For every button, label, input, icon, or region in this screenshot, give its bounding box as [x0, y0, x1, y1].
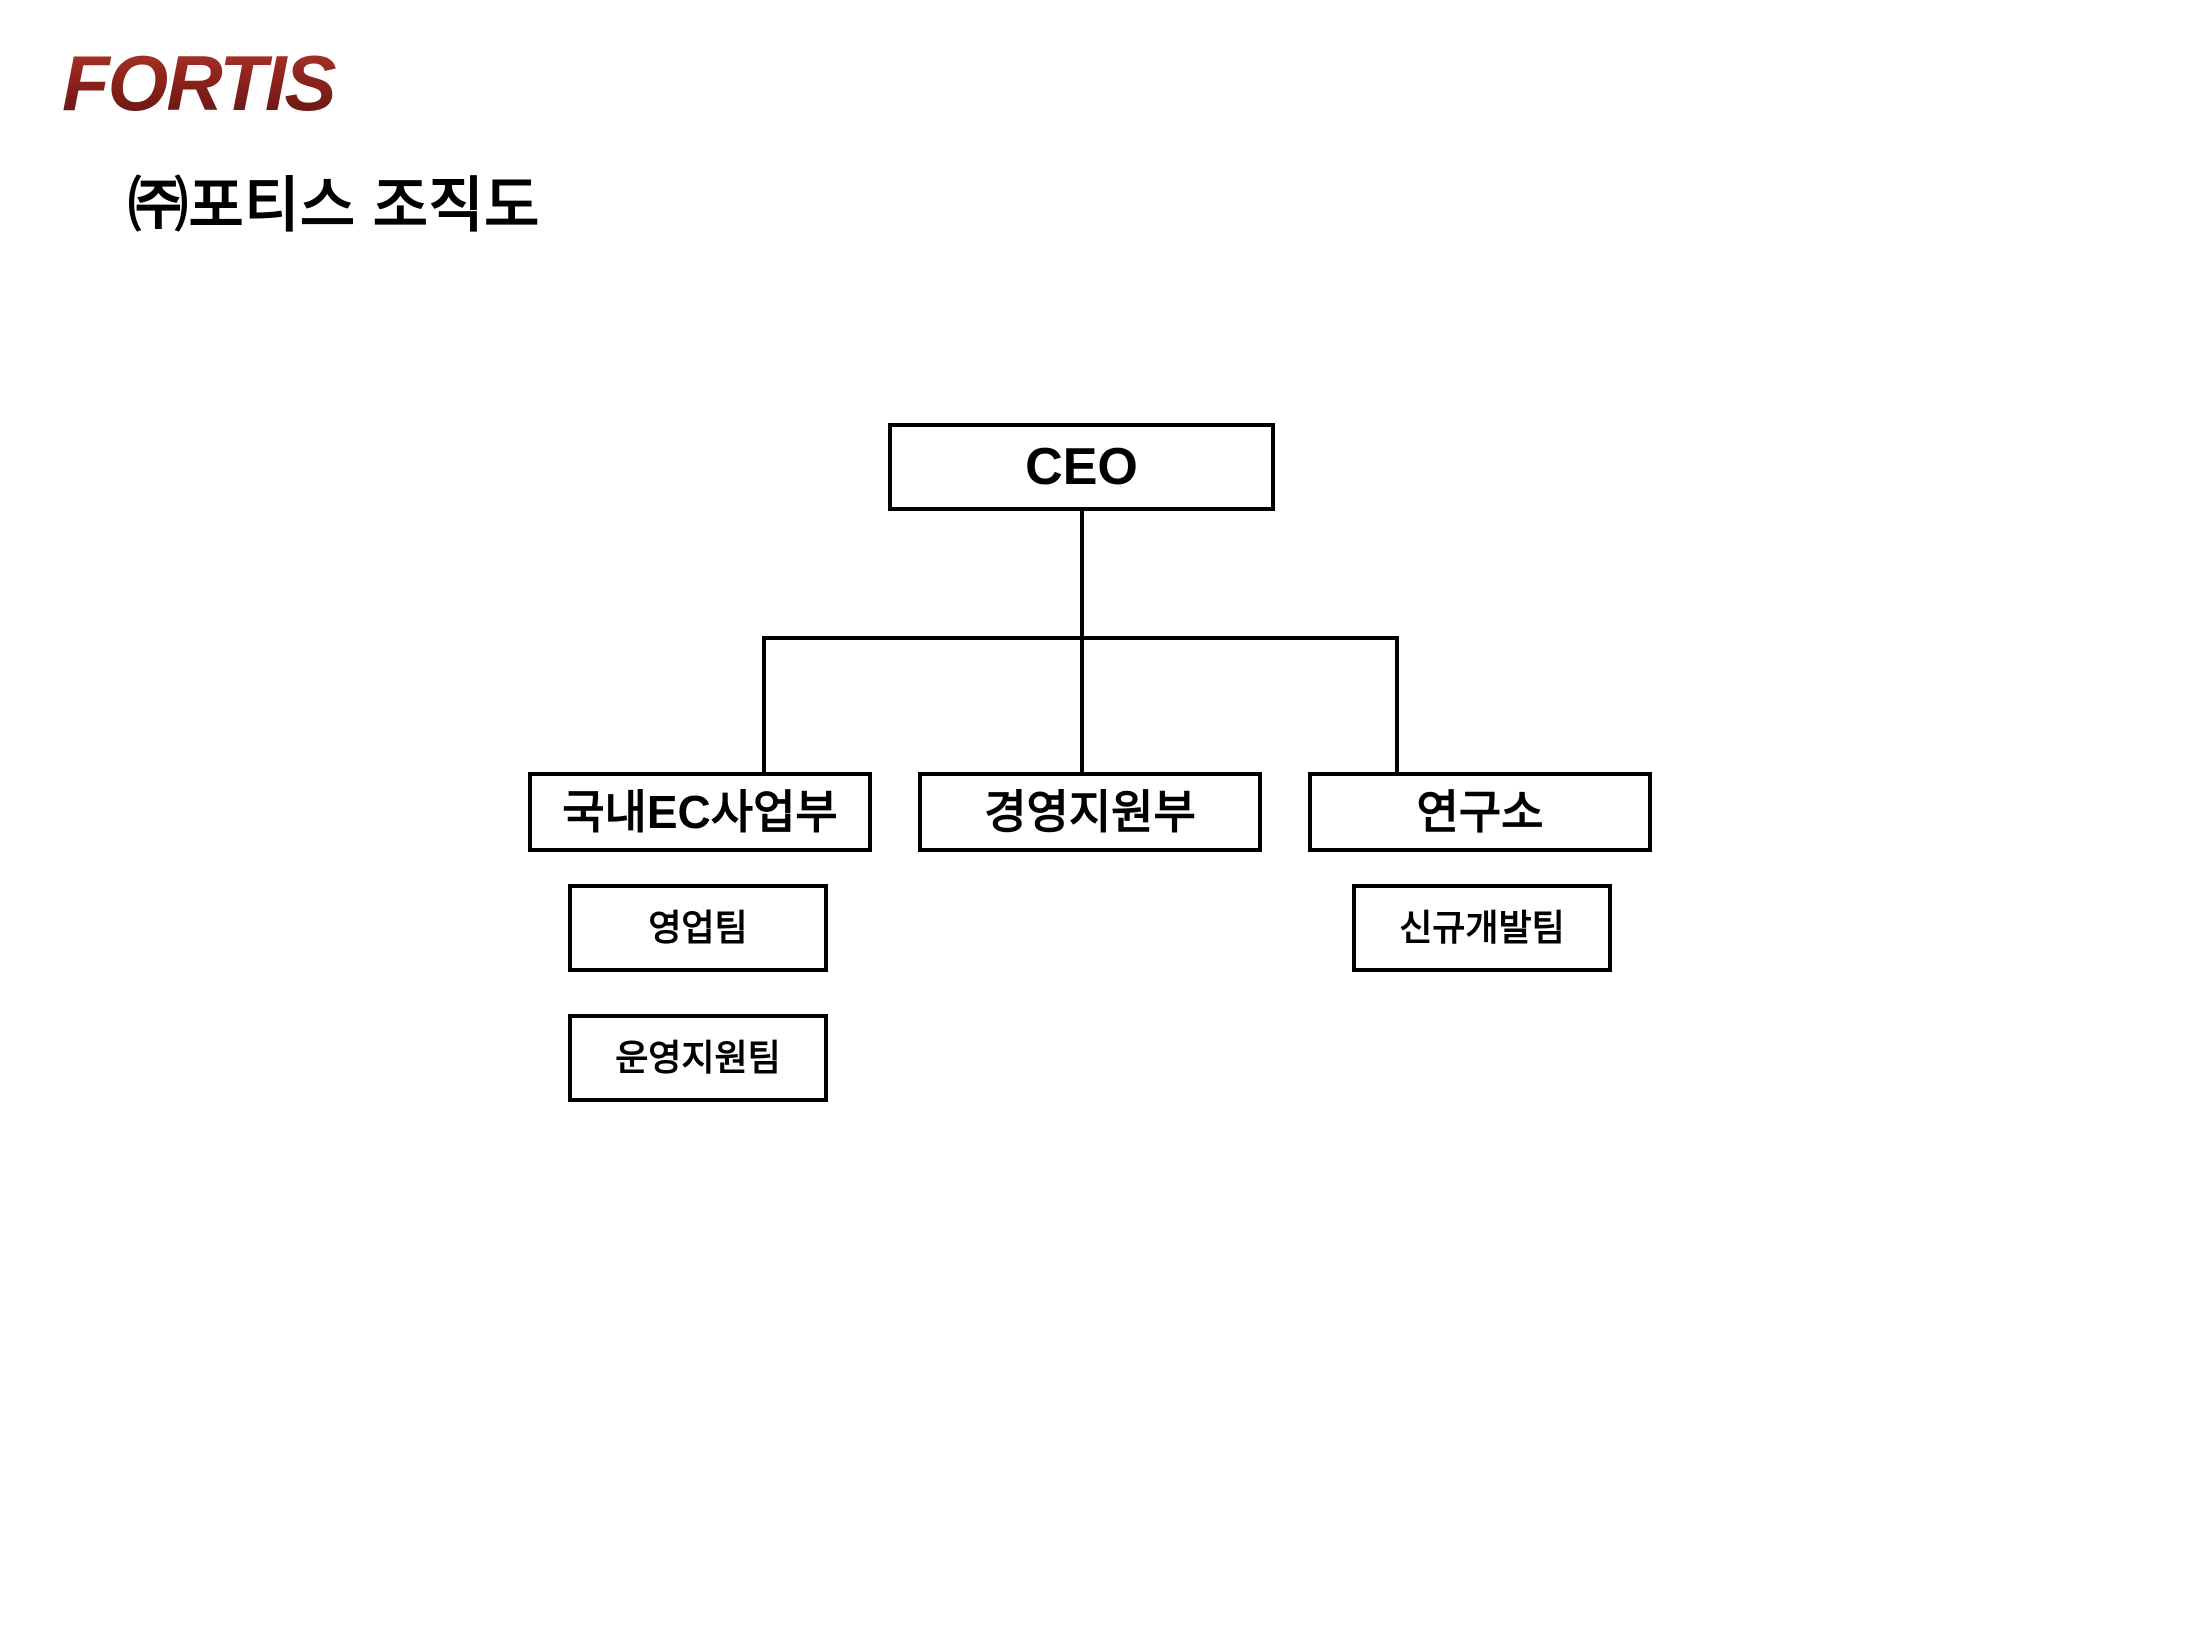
connector-drop-right: [1395, 636, 1399, 774]
connector-ceo-drop: [1080, 509, 1084, 638]
org-node-operations-support-team-label: 운영지원팀: [615, 1037, 781, 1078]
org-node-sales-team[interactable]: 영업팀: [568, 884, 828, 972]
connector-drop-center: [1080, 636, 1084, 774]
org-node-domestic-ec[interactable]: 국내EC사업부: [528, 772, 872, 852]
org-node-operations-support-team[interactable]: 운영지원팀: [568, 1014, 828, 1102]
org-node-ceo-label: CEO: [1025, 438, 1138, 496]
org-node-ceo[interactable]: CEO: [888, 423, 1275, 511]
fortis-logo: FORTIS: [58, 34, 368, 130]
org-node-new-development-team[interactable]: 신규개발팀: [1352, 884, 1612, 972]
page-title: ㈜포티스 조직도: [128, 172, 540, 239]
org-node-new-development-team-label: 신규개발팀: [1399, 907, 1565, 948]
org-node-research-institute[interactable]: 연구소: [1308, 772, 1652, 852]
org-node-domestic-ec-label: 국내EC사업부: [562, 786, 838, 838]
org-node-sales-team-label: 영업팀: [648, 907, 748, 948]
fortis-logo-text: FORTIS: [62, 39, 337, 127]
org-node-management-support-label: 경영지원부: [984, 786, 1196, 838]
org-node-research-institute-label: 연구소: [1416, 786, 1544, 838]
connector-drop-left: [762, 636, 766, 774]
org-node-management-support[interactable]: 경영지원부: [918, 772, 1262, 852]
